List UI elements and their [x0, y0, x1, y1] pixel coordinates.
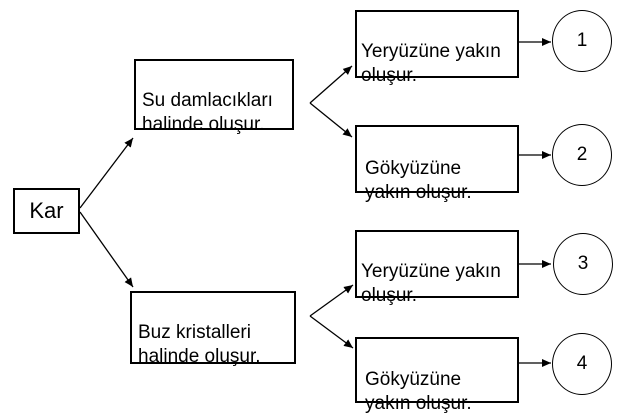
number-circle-2: 2	[552, 124, 612, 186]
leaf-node-1-label: Yeryüzüne yakın oluşur.	[361, 40, 501, 86]
branch-node-2-box: Buz kristalleri halinde oluşur.	[130, 291, 296, 367]
leaf-node-3-label: Yeryüzüne yakın oluşur.	[361, 260, 501, 306]
root-node-label: Kar	[29, 198, 64, 224]
branch-node-2-label: Buz kristalleri halinde oluşur.	[138, 321, 261, 367]
number-circle-1: 1	[552, 10, 612, 72]
arrow-branch-2-to-child-3	[309, 284, 354, 317]
leaf-node-4-label: Gökyüzüne yakın oluşur.	[365, 368, 472, 414]
number-circle-2-label: 2	[576, 144, 588, 165]
arrow-branch-1-to-child-2	[309, 102, 353, 138]
leaf-node-3-box: Yeryüzüne yakın oluşur.	[355, 230, 519, 306]
branch-node-1-label: Su damlacıkları halinde oluşur.	[142, 89, 273, 135]
number-circle-1-label: 1	[576, 30, 588, 51]
arrow-branch-1-to-child-1	[309, 65, 353, 104]
leaf-node-2-box: Gökyüzüne yakın oluşur.	[355, 125, 519, 203]
branch-node-1-box: Su damlacıkları halinde oluşur.	[134, 59, 294, 135]
number-circle-4-label: 4	[576, 353, 588, 374]
leaf-node-2-label: Gökyüzüne yakın oluşur.	[365, 157, 472, 203]
arrow-root-to-branch-2	[79, 211, 134, 288]
number-circle-3: 3	[553, 233, 613, 295]
arrow-root-to-branch-1	[79, 137, 134, 209]
arrow-branch-2-to-child-4	[309, 315, 354, 349]
number-circle-4: 4	[552, 333, 612, 395]
number-circle-3-label: 3	[577, 253, 589, 274]
root-node-box: Kar	[13, 188, 80, 234]
leaf-node-4-box: Gökyüzüne yakın oluşur.	[355, 337, 519, 414]
leaf-node-1-box: Yeryüzüne yakın oluşur.	[355, 10, 519, 86]
